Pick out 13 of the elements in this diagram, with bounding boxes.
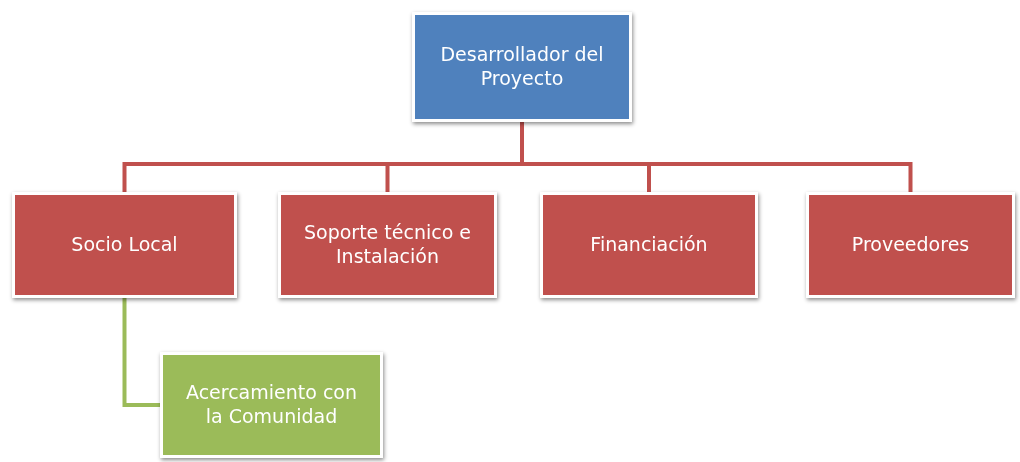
org-box	[806, 192, 1015, 298]
connector-line	[122, 298, 160, 407]
box-label: Desarrollador del Proyecto	[439, 43, 605, 91]
box-label: Acercamiento con la Comunidad	[185, 381, 358, 429]
org-box	[12, 192, 237, 298]
org-box	[540, 192, 758, 298]
org-box	[160, 352, 383, 458]
box-label: Proveedores	[851, 233, 970, 257]
box-label: Soporte técnico e Instalación	[302, 221, 473, 269]
box-label: Financiación	[590, 233, 708, 257]
org-box	[412, 12, 632, 122]
org-box	[278, 192, 497, 298]
box-label: Socio Local	[71, 233, 178, 257]
